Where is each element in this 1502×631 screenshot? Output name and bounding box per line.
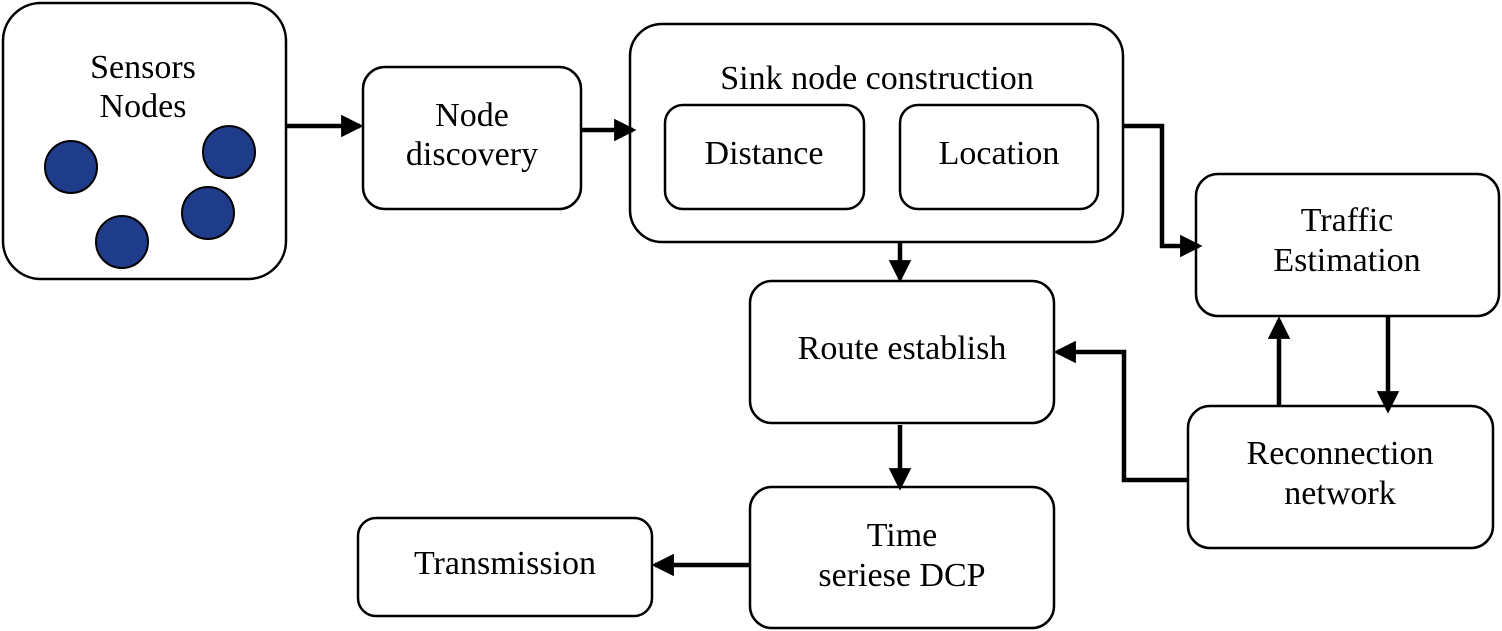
time-series-line1: Time bbox=[867, 517, 938, 554]
arrow-reconnection-to-route bbox=[1053, 340, 1188, 483]
sensor-node-dot bbox=[44, 140, 98, 194]
time-series-dcp-box: Time seriese DCP bbox=[748, 485, 1056, 630]
node-discovery-box: Node discovery bbox=[361, 65, 583, 211]
reconnection-network-box: Reconnection network bbox=[1186, 404, 1495, 550]
transmission-label: Transmission bbox=[414, 545, 596, 582]
route-establish-label: Route establish bbox=[798, 330, 1007, 367]
sensor-node-dot bbox=[202, 125, 256, 179]
transmission-box: Transmission bbox=[356, 516, 654, 618]
distance-box bbox=[663, 103, 866, 211]
sink-node-title: Sink node construction bbox=[720, 60, 1034, 97]
reconnection-line2: network bbox=[1284, 475, 1395, 512]
sensors-label-line2: Nodes bbox=[100, 88, 187, 125]
node-discovery-line1: Node bbox=[435, 97, 509, 134]
traffic-line1: Traffic bbox=[1301, 202, 1394, 239]
sensors-nodes-box: Sensors Nodes bbox=[1, 1, 288, 281]
arrow-sink-to-traffic bbox=[1123, 123, 1203, 258]
route-establish-box: Route establish bbox=[748, 279, 1056, 425]
sink-node-construction-box: Sink node construction Distance Location bbox=[628, 22, 1125, 244]
distance-label: Distance bbox=[705, 135, 824, 172]
location-label: Location bbox=[939, 135, 1060, 172]
sensor-node-dot bbox=[95, 215, 149, 269]
node-discovery-line2: discovery bbox=[406, 136, 538, 173]
traffic-line2: Estimation bbox=[1273, 242, 1420, 279]
sensors-label-line1: Sensors bbox=[90, 49, 196, 86]
reconnection-line1: Reconnection bbox=[1247, 435, 1434, 472]
traffic-estimation-box: Traffic Estimation bbox=[1194, 172, 1501, 318]
time-series-line2: seriese DCP bbox=[818, 557, 985, 594]
sensor-node-dot bbox=[181, 186, 235, 240]
location-box bbox=[898, 103, 1100, 211]
